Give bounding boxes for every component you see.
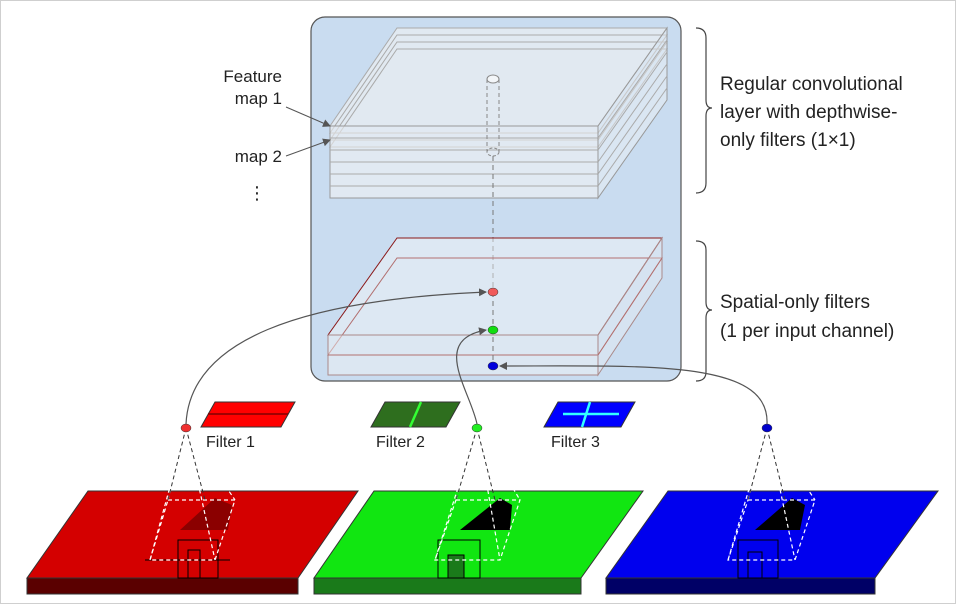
green-output-dot <box>487 325 499 335</box>
red-filter-dot <box>180 423 192 433</box>
blue-channel-arrow <box>499 361 768 425</box>
feature-map-1-pointer <box>285 106 331 127</box>
filter-2-label: Filter 2 <box>376 434 425 451</box>
filter-3-label: Filter 3 <box>551 434 600 451</box>
green-pyramid-top <box>455 427 496 501</box>
feature-map-2-pointer <box>285 138 331 157</box>
red-pyramid-top <box>167 427 206 501</box>
feature-map-1-label-line2: map 1 <box>235 89 282 108</box>
green-channel-arrow <box>456 327 487 425</box>
more-maps-ellipsis: ⋮ <box>248 183 266 203</box>
red-output-dot <box>487 287 499 297</box>
pointwise-1x1-filter <box>486 74 500 290</box>
green-filter-dot <box>471 423 483 433</box>
spatial-layer-caption: Spatial-only filters (1 per input channe… <box>720 292 894 342</box>
spatial-layer-brace <box>695 240 713 382</box>
filter-2-icon <box>370 401 461 428</box>
blue-filter-dot <box>761 423 773 433</box>
regular-layer-brace <box>695 27 713 194</box>
blue-pyramid-top <box>747 427 786 501</box>
spatial-only-layer <box>327 236 663 377</box>
feature-map-2-label: map 2 <box>235 147 282 166</box>
green-input-channel <box>313 490 644 595</box>
red-channel-arrow <box>185 288 487 425</box>
red-input-channel <box>26 490 359 595</box>
feature-map-1-label-line1: Feature <box>223 67 282 86</box>
blue-input-channel <box>605 490 939 595</box>
depthwise-1x1-layer-stack <box>329 26 668 200</box>
regular-layer-caption: Regular convolutional layer with depthwi… <box>720 74 908 151</box>
filter-1-icon <box>200 401 296 428</box>
blue-output-dot <box>487 361 499 371</box>
filter-1-label: Filter 1 <box>206 434 255 451</box>
filter-3-icon <box>543 401 636 428</box>
